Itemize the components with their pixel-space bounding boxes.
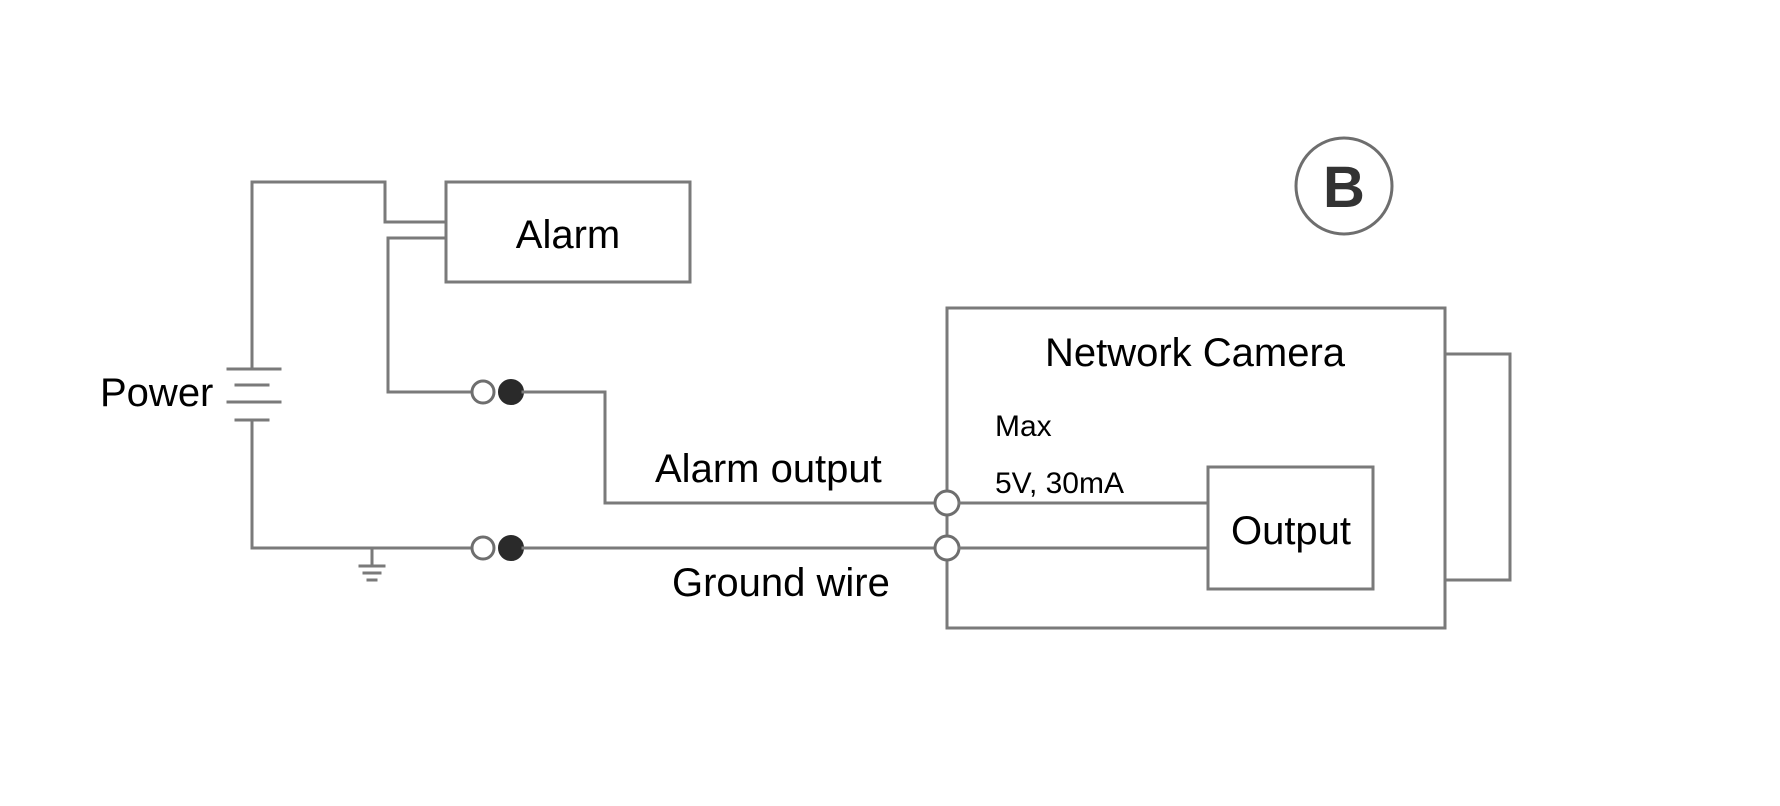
- alarm-output-label: Alarm output: [655, 447, 882, 491]
- power-label: Power: [100, 371, 213, 415]
- output-label: Output: [1231, 509, 1351, 553]
- alarm-switch-terminals: [470, 379, 524, 405]
- wire-alarm-output: [521, 390, 939, 505]
- alarm-label: Alarm: [516, 213, 620, 257]
- badge-letter: B: [1323, 155, 1365, 220]
- wire-power-to-ground: [250, 420, 474, 550]
- alarm-box: [444, 180, 692, 284]
- terminal-closed: [498, 379, 524, 405]
- wire-alarm-to-switch: [386, 236, 474, 394]
- terminal-open: [470, 535, 496, 561]
- terminal-closed: [498, 535, 524, 561]
- terminal-open: [470, 379, 496, 405]
- rating-label: 5V, 30mA: [995, 467, 1124, 500]
- ground-switch-terminals: [470, 535, 524, 561]
- camera-terminal-ground: [933, 534, 961, 562]
- diagram-badge: B: [1294, 136, 1394, 236]
- max-label: Max: [995, 410, 1052, 443]
- network-camera-label: Network Camera: [1045, 331, 1346, 375]
- camera-terminal-alarm: [933, 489, 961, 517]
- ground-wire-label: Ground wire: [672, 561, 890, 605]
- output-box: [1206, 465, 1375, 591]
- battery-icon: [226, 367, 282, 422]
- ground-icon: [358, 546, 386, 582]
- camera-side-module: [1443, 352, 1512, 582]
- wire-power-to-alarm: [250, 180, 448, 369]
